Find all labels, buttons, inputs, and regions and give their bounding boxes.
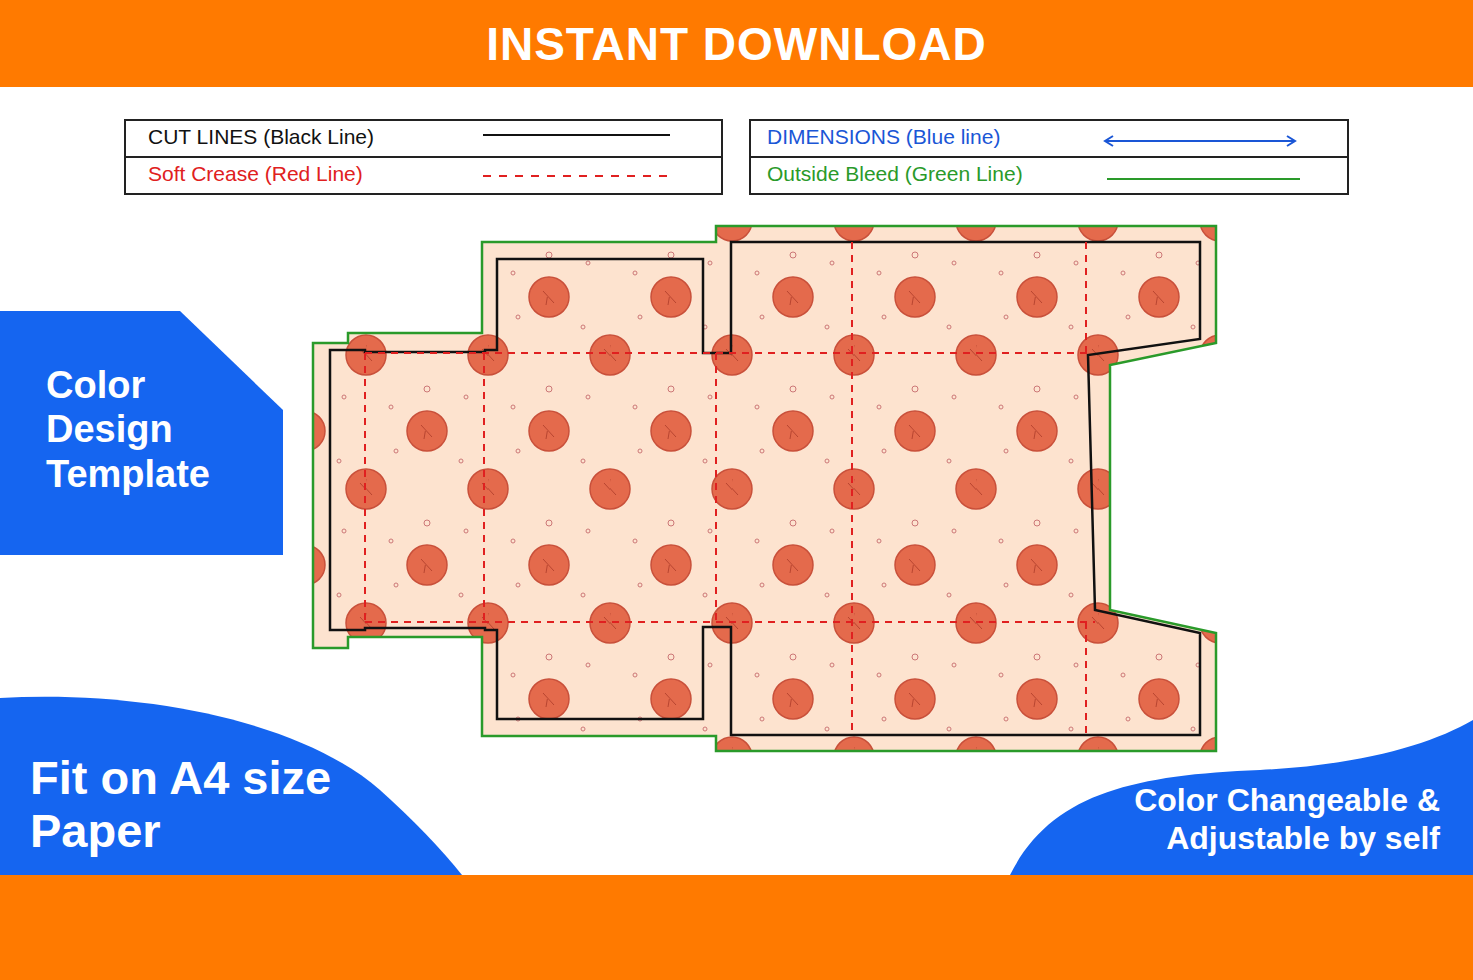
legend-row: DIMENSIONS (Blue line) [767,119,1305,155]
corner-wave: Fit on A4 size Paper [0,690,470,875]
legend-sample [477,156,676,192]
legend-row: Soft Crease (Red Line) [148,156,680,192]
corner-wave: Color Changeable & Adjustable by self [1010,715,1473,875]
title-band: INSTANT DOWNLOAD [0,0,1473,87]
legend-sample [1101,156,1306,192]
side-panel: Color Design Template [0,311,283,555]
title-text: INSTANT DOWNLOAD [486,17,987,71]
bottom-bar [0,875,1473,980]
legend-sample [1099,119,1301,155]
top-bar [0,0,1473,87]
legend-row: CUT LINES (Black Line) [148,119,680,155]
legend-sample [477,119,676,155]
legend-table [125,120,1348,194]
panel-text: Color Changeable & Adjustable by self [1080,781,1440,858]
legend-text: DIMENSIONS (Blue line) [767,125,1000,149]
legend-row: Outside Bleed (Green Line) [767,156,1310,192]
legend-text: Soft Crease (Red Line) [148,162,363,186]
legend-text: CUT LINES (Black Line) [148,125,374,149]
box-dieline [313,226,1216,751]
panel-text: Color Design Template [46,363,261,496]
legend-text: Outside Bleed (Green Line) [767,162,1023,186]
panel-text: Fit on A4 size Paper [30,752,430,857]
